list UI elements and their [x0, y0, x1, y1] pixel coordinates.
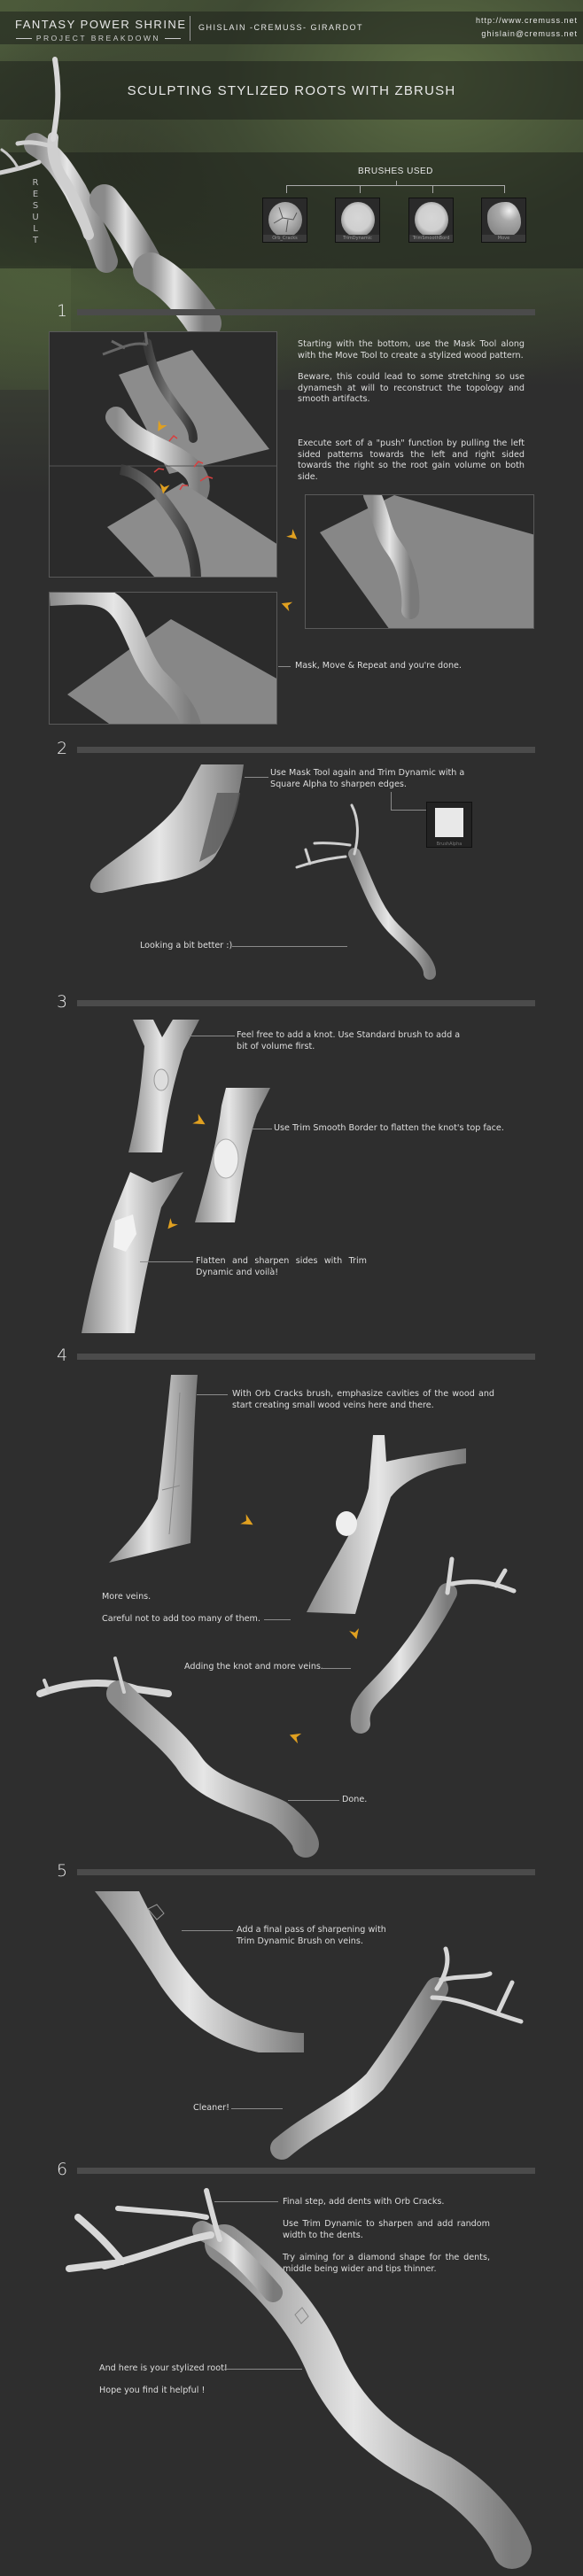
step1-text-2: Beware, this could lead to some stretchi…: [298, 372, 525, 405]
step-number: 1: [57, 301, 68, 321]
step6-text-1: Final step, add dents with Orb Cracks.: [283, 2197, 445, 2207]
section-divider: [77, 2168, 535, 2174]
step5-image-root: [270, 1946, 524, 2160]
brushes-title: BRUSHES USED: [358, 167, 433, 176]
alpha-square: [435, 808, 463, 837]
step4-text-2: More veins.: [102, 1592, 152, 1602]
brush-label: Move: [482, 235, 525, 242]
leader-line: [391, 792, 392, 810]
step5-text-2: Cleaner!: [193, 2103, 229, 2113]
step6-text-2: Use Trim Dynamic to sharpen and add rand…: [283, 2219, 490, 2240]
square-alpha-icon[interactable]: BrushAlpha: [426, 802, 472, 848]
step6-text-5: Hope you find it helpful !: [99, 2386, 206, 2395]
step3-image-flat-knot: [195, 1088, 270, 1222]
brushes-bracket: [286, 185, 505, 193]
result-label: RESULT: [32, 178, 39, 245]
step6-text-4: And here is your stylized root!: [99, 2363, 228, 2373]
step3-image-knot: [128, 1020, 199, 1152]
step4-text-3: Careful not to add too many of them.: [102, 1614, 260, 1624]
section-divider: [77, 747, 535, 753]
leader-line: [231, 2108, 283, 2109]
trim-dynamic-brush-icon[interactable]: TrimDynamic: [335, 198, 380, 243]
bracket-tick: [360, 186, 361, 193]
arrow-icon: [286, 529, 300, 543]
email-link[interactable]: ghislain@cremuss.net: [481, 29, 578, 38]
leader-line: [288, 1800, 339, 1801]
step3-image-sharpened: [82, 1172, 183, 1333]
step3-text-2: Use Trim Smooth Border to flatten the kn…: [274, 1123, 504, 1133]
author-name: GHISLAIN -CREMUSS- GIRARDOT: [198, 23, 364, 32]
step1-text-4: Mask, Move & Repeat and you're done.: [295, 661, 462, 671]
step6-image-final-root: [66, 2188, 532, 2569]
brush-label: TrimSmoothBord: [409, 235, 453, 242]
result-root-image: [0, 57, 222, 341]
website-link[interactable]: http://www.cremuss.net: [475, 16, 578, 25]
step4-image-more-veins: [307, 1435, 466, 1614]
step1-image-result: [49, 592, 277, 725]
main-title: SCULPTING STYLIZED ROOTS WITH ZBRUSH: [127, 83, 456, 98]
title-band: [0, 61, 583, 120]
trim-smooth-border-brush-icon[interactable]: TrimSmoothBord: [408, 198, 454, 243]
section-divider: [77, 1000, 535, 1006]
leader-line: [278, 666, 291, 667]
step3-text-3: Flatten and sharpen sides with Trim Dyna…: [196, 1256, 367, 1277]
brush-label: TrimDynamic: [336, 235, 379, 242]
step4-text-4: Adding the knot and more veins.: [184, 1662, 323, 1672]
leader-line: [321, 1668, 351, 1669]
leader-line: [232, 946, 347, 947]
step1-image-mask-move: [49, 331, 277, 578]
bracket-stem: [396, 181, 397, 185]
step5-text-1: Add a final pass of sharpening with Trim…: [237, 1925, 386, 1946]
section-divider: [77, 1869, 535, 1875]
step1-image-pattern-detail: [305, 494, 534, 629]
step2-image-root: [295, 803, 436, 980]
bracket-tick: [432, 186, 433, 193]
step2-text-2: Looking a bit better :): [140, 941, 233, 950]
leader-line: [182, 1930, 233, 1931]
step-number: 3: [57, 992, 68, 1012]
orb-cracks-brush-icon[interactable]: Orb_Cracks: [262, 198, 307, 243]
alpha-label: BrushAlpha: [436, 842, 463, 847]
arrow-icon: [279, 598, 293, 612]
project-subtitle: PROJECT BREAKDOWN: [16, 34, 181, 43]
project-title: FANTASY POWER SHRINE: [15, 18, 187, 31]
header-band: [0, 12, 583, 44]
move-brush-icon[interactable]: Move: [481, 198, 526, 243]
step-number: 5: [57, 1861, 68, 1881]
project-subtitle-text: PROJECT BREAKDOWN: [35, 34, 160, 43]
leader-line: [391, 810, 426, 811]
step2-image-masked-tip: [89, 764, 244, 893]
step-number: 6: [57, 2160, 68, 2179]
step6-text-3: Try aiming for a diamond shape for the d…: [283, 2253, 490, 2274]
step5-image-sharpening: [95, 1891, 304, 2052]
step4-text-5: Done.: [342, 1795, 368, 1804]
step1-text-1: Starting with the bottom, use the Mask T…: [298, 339, 525, 361]
step4-image-cracks: [109, 1375, 198, 1563]
step-number: 2: [57, 739, 68, 758]
leader-line: [140, 1261, 193, 1262]
leader-line: [197, 1394, 228, 1395]
leader-line: [245, 777, 268, 778]
step1-text-3: Execute sort of a "push" function by pul…: [298, 438, 525, 482]
section-divider: [77, 1354, 535, 1360]
step4-text-1: With Orb Cracks brush, emphasize cavitie…: [232, 1389, 494, 1410]
step4-image-done: [36, 1657, 319, 1858]
leader-line: [264, 1619, 291, 1620]
arrow-icon: [240, 1514, 256, 1530]
leader-line: [224, 2369, 302, 2370]
brush-label: Orb_Cracks: [263, 235, 307, 242]
arrow-icon: [349, 1628, 361, 1641]
step4-image-knot-veins: [350, 1556, 517, 1734]
section-divider: [77, 309, 535, 315]
step-number: 4: [57, 1346, 68, 1365]
step3-text-1: Feel free to add a knot. Use Standard br…: [237, 1030, 461, 1051]
step2-text-1: Use Mask Tool again and Trim Dynamic wit…: [270, 768, 465, 789]
leader-line: [214, 2201, 278, 2202]
